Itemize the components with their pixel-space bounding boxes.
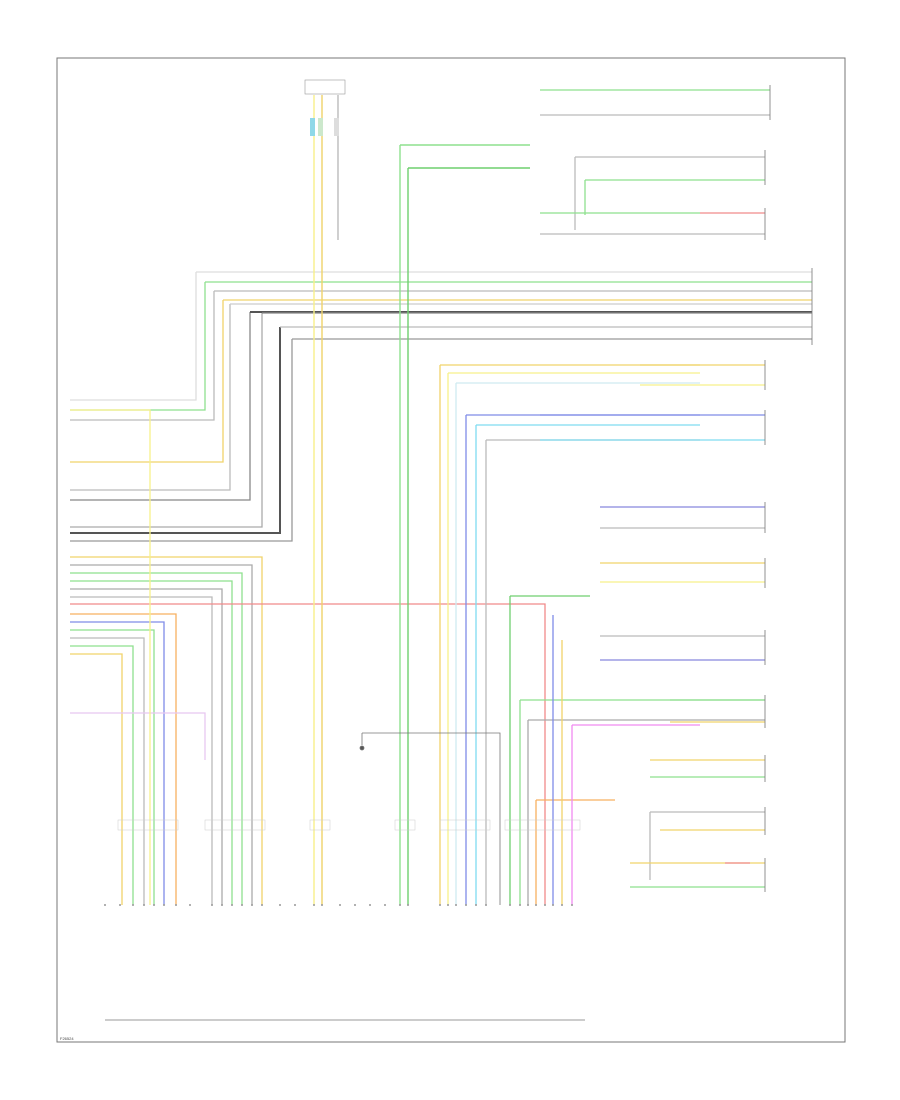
ground-junction xyxy=(359,732,501,905)
diagram-border xyxy=(56,57,846,1043)
bottom-connector-row xyxy=(117,819,581,831)
right-branches xyxy=(540,89,770,888)
left-lower-bundle xyxy=(70,409,546,905)
top-left-bundle xyxy=(70,271,812,542)
right-component-brackets xyxy=(764,85,813,892)
page-code: F26524 xyxy=(60,1036,74,1041)
top-center-connector xyxy=(304,79,346,136)
center-verticals xyxy=(313,95,530,905)
right-verticals xyxy=(439,364,765,905)
bottom-pin-dots xyxy=(104,904,573,906)
